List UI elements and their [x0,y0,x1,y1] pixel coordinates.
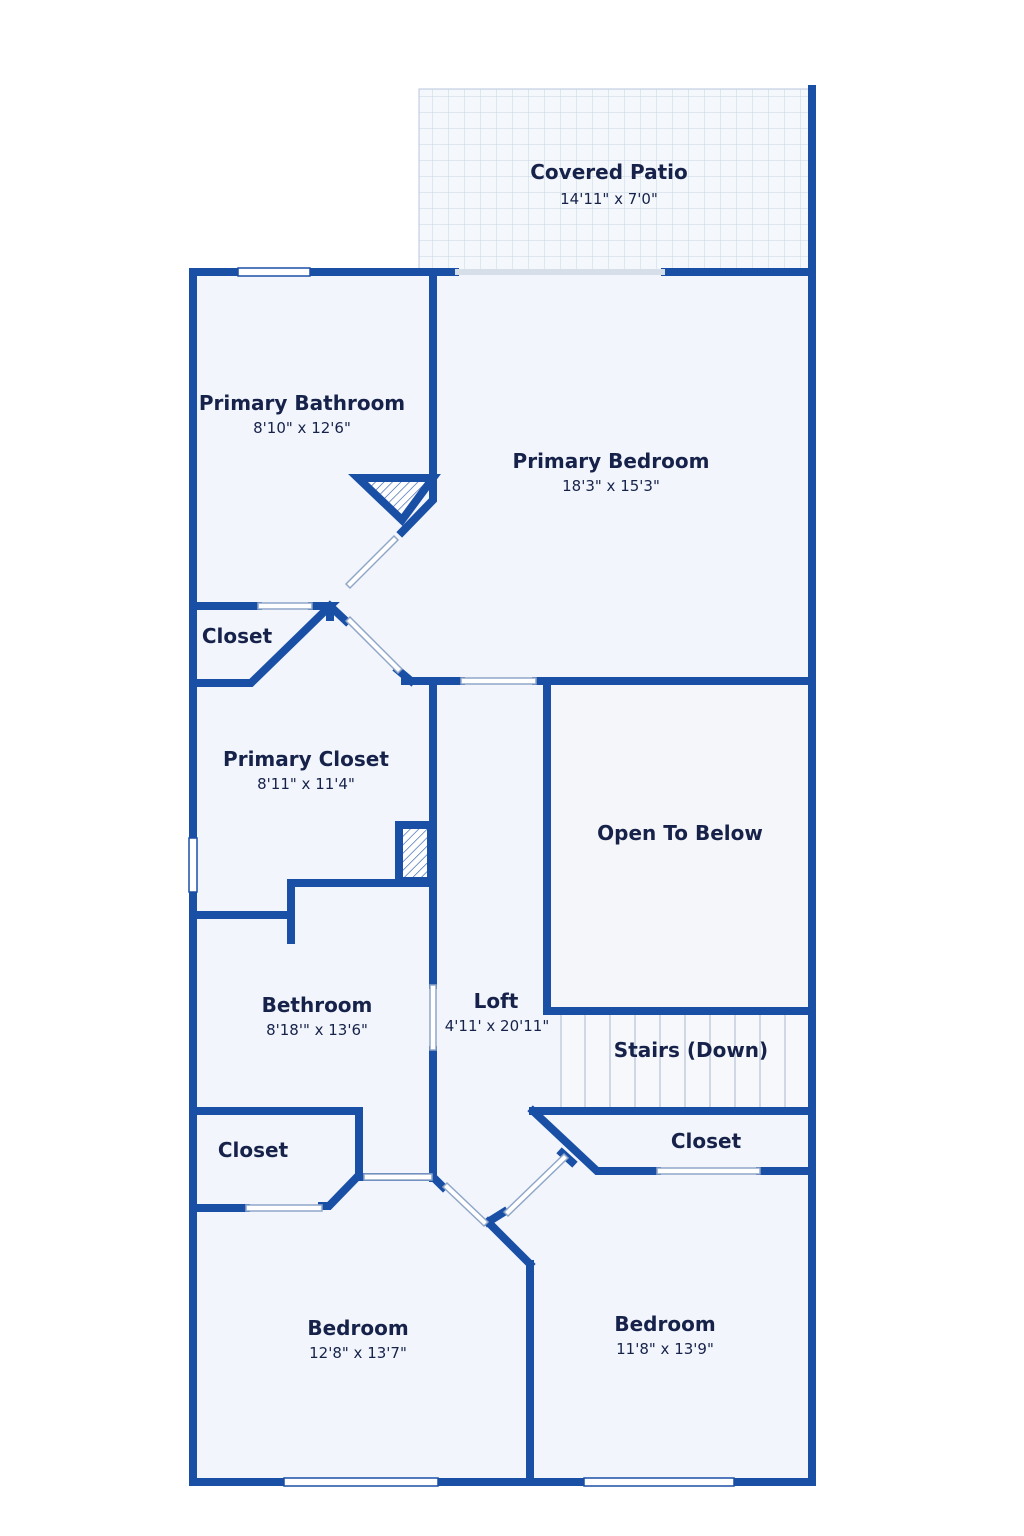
door-bethroom-bottom [363,1173,433,1181]
label-closet-right: Closet [671,1129,742,1153]
dims-primary-closet: 8'11" x 11'4" [257,775,355,793]
label-stairs: Stairs (Down) [614,1038,768,1062]
dims-primary-bathroom: 8'10" x 12'6" [253,419,351,437]
label-primary-closet: Primary Closet [223,747,389,771]
door-bedroom-right-angled [502,1152,570,1218]
door-bedroom-left-angled [441,1181,490,1228]
dims-bethroom: 8'18'" x 13'6" [266,1021,368,1039]
dims-loft: 4'11' x 20'11" [445,1017,550,1035]
label-primary-bedroom: Primary Bedroom [513,449,710,473]
label-closet-bath: Closet [218,1138,289,1162]
window-bath-top [237,267,311,277]
label-open-to-below: Open To Below [597,821,763,845]
room-labels: Covered Patio 14'11" x 7'0" Primary Bath… [199,160,768,1362]
label-loft: Loft [474,989,519,1013]
hatched-shaft-upper [362,481,430,520]
door-loft-top [460,677,537,685]
open-to-below-area [549,683,812,1009]
windows [188,267,735,1487]
door-closet-right [656,1167,761,1175]
doors [245,269,761,1228]
dims-bedroom-right: 11'8" x 13'9" [616,1340,714,1358]
label-bedroom-right: Bedroom [614,1312,715,1336]
label-primary-bathroom: Primary Bathroom [199,391,405,415]
dims-covered-patio: 14'11" x 7'0" [560,190,658,208]
dims-bedroom-left: 12'8" x 13'7" [309,1344,407,1362]
label-bedroom-left: Bedroom [307,1316,408,1340]
label-covered-patio: Covered Patio [530,160,688,184]
door-primary-closet-angled [344,615,404,675]
label-bethroom: Bethroom [262,993,373,1017]
patio-tiles [418,88,813,273]
door-closet-bath [245,1204,323,1212]
door-closet-primary [257,602,313,610]
window-primary-closet [188,837,198,893]
label-closet-primary: Closet [202,624,273,648]
door-bethroom [429,984,437,1051]
hatched-shaft-lower [401,827,429,879]
door-bath-angled [344,534,400,590]
dims-primary-bedroom: 18'3" x 15'3" [562,477,660,495]
window-bedroom-right [583,1477,735,1487]
window-bedroom-left [283,1477,439,1487]
